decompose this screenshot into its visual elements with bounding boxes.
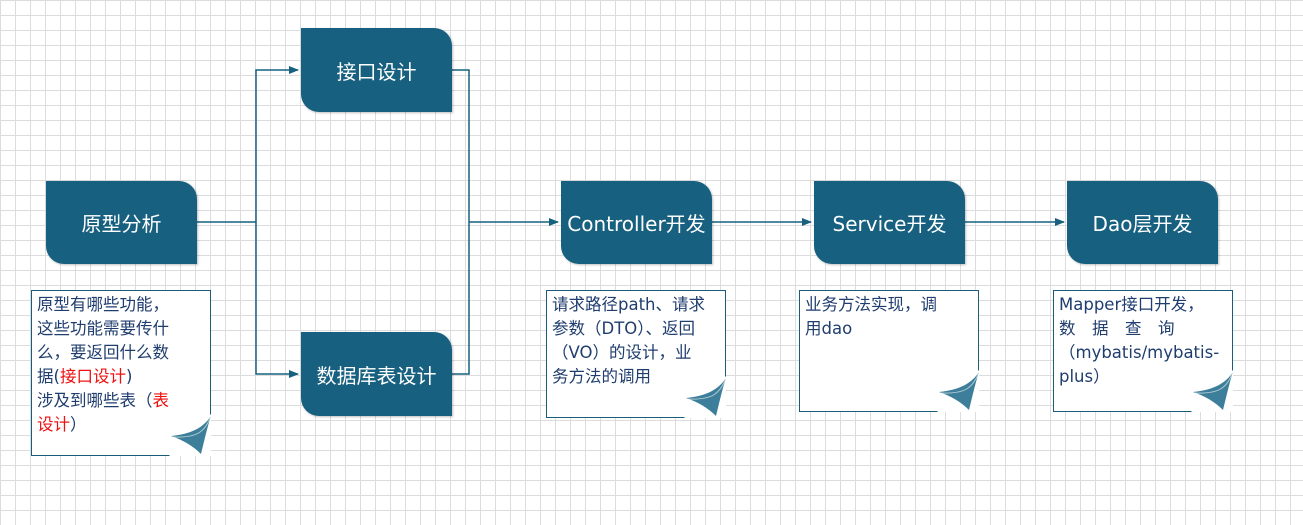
note-line: 这些功能需要传什 xyxy=(37,319,169,338)
node-label: Dao层开发 xyxy=(1092,212,1193,236)
page-curl-icon xyxy=(169,414,211,456)
node-label: Service开发 xyxy=(832,212,947,236)
note-line: 业务方法实现，调 xyxy=(805,295,937,314)
note-text: ) xyxy=(125,367,133,386)
note-dao: Mapper接口开发， 数 据 查 询 （mybatis/mybatis- pl… xyxy=(1053,290,1233,412)
note-text: 涉及到哪些表（ xyxy=(37,391,153,410)
node-db-design: 数据库表设计 xyxy=(301,332,452,416)
node-label: 数据库表设计 xyxy=(316,363,437,388)
note-prototype: 原型有哪些功能， 这些功能需要传什 么，要返回什么数 据(接口设计) 涉及到哪些… xyxy=(31,290,211,456)
page-curl-icon xyxy=(684,376,726,418)
edge-branch-to-api-design xyxy=(255,66,299,222)
node-dao-dev: Dao层开发 xyxy=(1067,181,1218,264)
node-label: 原型分析 xyxy=(81,212,162,236)
note-line: 数 据 查 询 xyxy=(1059,319,1175,338)
note-controller: 请求路径path、请求 参数（DTO）、返回 （VO）的设计，业 务方法的调用 xyxy=(546,290,726,418)
note-line: 用dao xyxy=(805,319,853,338)
note-service: 业务方法实现，调 用dao xyxy=(799,290,979,412)
note-highlight: 设计 xyxy=(37,415,70,434)
node-service-dev: Service开发 xyxy=(814,181,965,264)
note-line: 原型有哪些功能， xyxy=(37,295,169,314)
note-line: 么，要返回什么数 xyxy=(37,343,169,362)
note-highlight: 接口设计 xyxy=(59,367,126,386)
note-line: 据(接口设计) xyxy=(37,365,206,389)
note-highlight: 表 xyxy=(152,391,170,410)
edge-api-design-to-merge xyxy=(452,69,470,222)
note-line: （VO）的设计，业 xyxy=(552,343,692,362)
edge-branch-to-db-design xyxy=(255,222,299,378)
node-prototype-analysis: 原型分析 xyxy=(46,181,197,264)
note-line: 参数（DTO）、返回 xyxy=(552,319,696,338)
page-curl-icon xyxy=(1191,370,1233,412)
note-line: Mapper接口开发， xyxy=(1059,295,1204,314)
note-line: plus） xyxy=(1059,367,1110,386)
node-controller-dev: Controller开发 xyxy=(561,181,712,264)
page-curl-icon xyxy=(937,370,979,412)
note-line: （mybatis/mybatis- xyxy=(1059,343,1220,362)
node-label: 接口设计 xyxy=(336,59,417,84)
note-line: 请求路径path、请求 xyxy=(552,295,706,314)
note-line: 设计） xyxy=(37,413,206,437)
note-line: 务方法的调用 xyxy=(552,367,651,386)
node-api-design: 接口设计 xyxy=(301,28,452,112)
note-line: 涉及到哪些表（表 xyxy=(37,389,206,413)
note-text: ） xyxy=(70,415,87,434)
edge-db-design-to-merge xyxy=(452,222,470,375)
node-label: Controller开发 xyxy=(567,212,706,236)
note-text: 据( xyxy=(37,367,60,386)
